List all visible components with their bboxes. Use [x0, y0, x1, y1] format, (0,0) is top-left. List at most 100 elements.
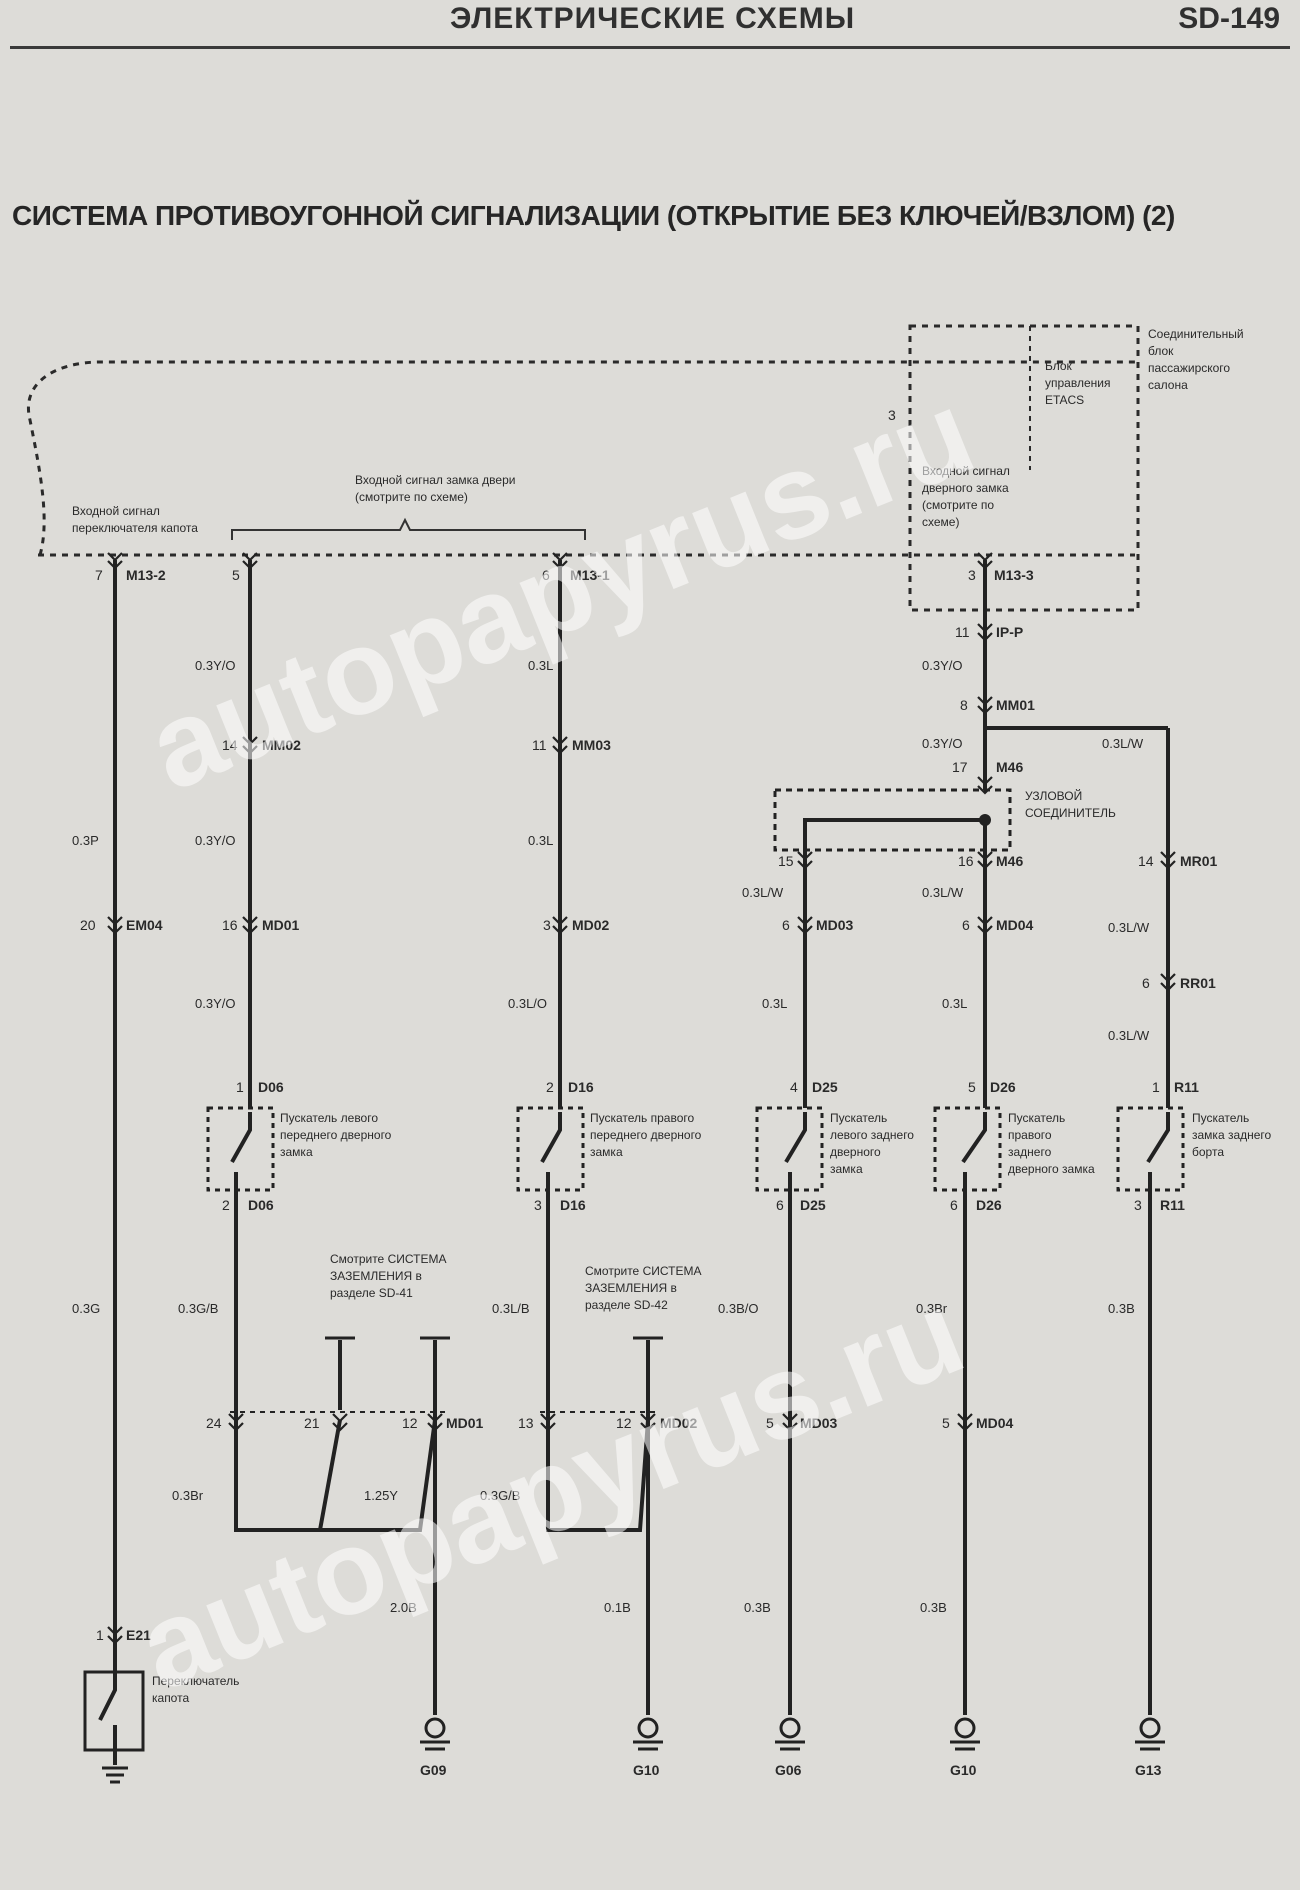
connector-label: RR01	[1180, 975, 1216, 991]
pin-label: 20	[80, 917, 96, 933]
connector-label: MM03	[572, 737, 611, 753]
connector-label: M46	[996, 853, 1023, 869]
switch-box-fr	[516, 1106, 585, 1192]
wire-label: 0.3L/W	[922, 885, 964, 900]
wire-loop-md01	[320, 1419, 437, 1532]
pin-label: 1	[236, 1079, 244, 1095]
connector-label: MD01	[446, 1415, 484, 1431]
connector-label: MD01	[262, 917, 300, 933]
connector-label: MD03	[800, 1415, 838, 1431]
connector-label: M46	[996, 759, 1023, 775]
wire-label: 0.3L/W	[1108, 1028, 1150, 1043]
pin-label: 12	[402, 1415, 418, 1431]
door-input-label: Входной сигнал замка двери(смотрите по с…	[355, 473, 515, 504]
page-number: SD-149	[1178, 2, 1280, 35]
ground-symbol-g09	[420, 1717, 450, 1751]
switch-contact-fl	[230, 1112, 252, 1205]
pin-label: 6	[542, 567, 550, 583]
ground-symbol-hood	[102, 1766, 128, 1784]
connector-label: R11	[1174, 1079, 1199, 1095]
pin-label: 12	[616, 1415, 632, 1431]
wire-label: 0.3L	[528, 658, 553, 673]
connector-label: D25	[812, 1079, 838, 1095]
pin-label: 14	[1138, 853, 1154, 869]
connector-label: MD02	[660, 1415, 698, 1431]
pin-label: 1	[96, 1627, 104, 1643]
connector-label: MM02	[262, 737, 301, 753]
wire-label: 1.25Y	[364, 1488, 398, 1503]
diagram-title: СИСТЕМА ПРОТИВОУГОННОЙ СИГНАЛИЗАЦИИ (ОТК…	[12, 200, 1175, 231]
pin-label: 16	[222, 917, 238, 933]
wire-label: 0.3Y/O	[922, 736, 962, 751]
ground-symbol-g10-a	[633, 1717, 663, 1751]
wire-label: 0.3B	[744, 1600, 771, 1615]
switch-contact-fr	[540, 1112, 562, 1205]
switch-box-rl	[755, 1106, 824, 1192]
pin-label: 6	[782, 917, 790, 933]
wire-label: 0.3G	[72, 1301, 100, 1316]
pin-label: 6	[950, 1197, 958, 1213]
hood-switch-contact	[98, 1650, 117, 1765]
pin-label: 13	[518, 1415, 534, 1431]
pin-label: 17	[952, 759, 968, 775]
connector-label: D25	[800, 1197, 826, 1213]
connector-label: D06	[258, 1079, 284, 1095]
pin-label: 11	[955, 624, 970, 640]
pin-label: 2	[222, 1197, 230, 1213]
ground-symbol-g13	[1135, 1717, 1165, 1751]
ground-label-g13: G13	[1135, 1762, 1162, 1778]
wire-label: 0.3L/W	[1102, 736, 1144, 751]
wire-label: 0.3G/B	[178, 1301, 218, 1316]
joint-bus	[803, 818, 985, 860]
connector-label: MD03	[816, 917, 854, 933]
passenger-junction-box	[908, 324, 1140, 612]
connector-label: MD04	[996, 917, 1034, 933]
pin-label: 15	[778, 853, 794, 869]
connector-label: D16	[560, 1197, 586, 1213]
wire-label: 0.3Br	[916, 1301, 948, 1316]
pin-label: 3	[888, 407, 896, 423]
pin-label: 8	[960, 697, 968, 713]
pin-label: 3	[1134, 1197, 1142, 1213]
ground-label-g10: G10	[950, 1762, 977, 1778]
header-rule	[10, 46, 1290, 49]
pin-label: 5	[766, 1415, 774, 1431]
wire-label: 0.3G/B	[480, 1488, 520, 1503]
connector-label: D16	[568, 1079, 594, 1095]
connector-label: M13-1	[570, 567, 610, 583]
switch-contact-rl	[784, 1112, 807, 1205]
pin-label: 11	[532, 737, 547, 753]
wire-label: 2.0B	[390, 1600, 417, 1615]
wire-label: 0.3L/B	[492, 1301, 530, 1316]
connector-label: D26	[976, 1197, 1002, 1213]
wire-label: 0.3L/W	[742, 885, 784, 900]
wire-label: 0.3Br	[172, 1488, 204, 1503]
wire-label: 0.3B	[920, 1600, 947, 1615]
section-title: ЭЛЕКТРИЧЕСКИЕ СХЕМЫ	[450, 2, 856, 35]
switch-box-trunk	[1116, 1106, 1185, 1192]
connector-label: MR01	[1180, 853, 1218, 869]
pin-label: 5	[942, 1415, 950, 1431]
wire-label: 0.3Y/O	[195, 996, 235, 1011]
pin-label: 14	[222, 737, 238, 753]
wire-label: 0.3L/O	[508, 996, 547, 1011]
pin-label: 1	[1152, 1079, 1160, 1095]
wire-label: 0.3Y/O	[922, 658, 962, 673]
connector-label: MD04	[976, 1415, 1014, 1431]
pin-label: 4	[790, 1079, 798, 1095]
ground-label-g09: G09	[420, 1762, 447, 1778]
joint-node	[979, 814, 991, 826]
pin-label: 3	[543, 917, 551, 933]
connector-label: MM01	[996, 697, 1035, 713]
connector-label: M13-2	[126, 567, 166, 583]
wire-label: 0.3B/O	[718, 1301, 758, 1316]
